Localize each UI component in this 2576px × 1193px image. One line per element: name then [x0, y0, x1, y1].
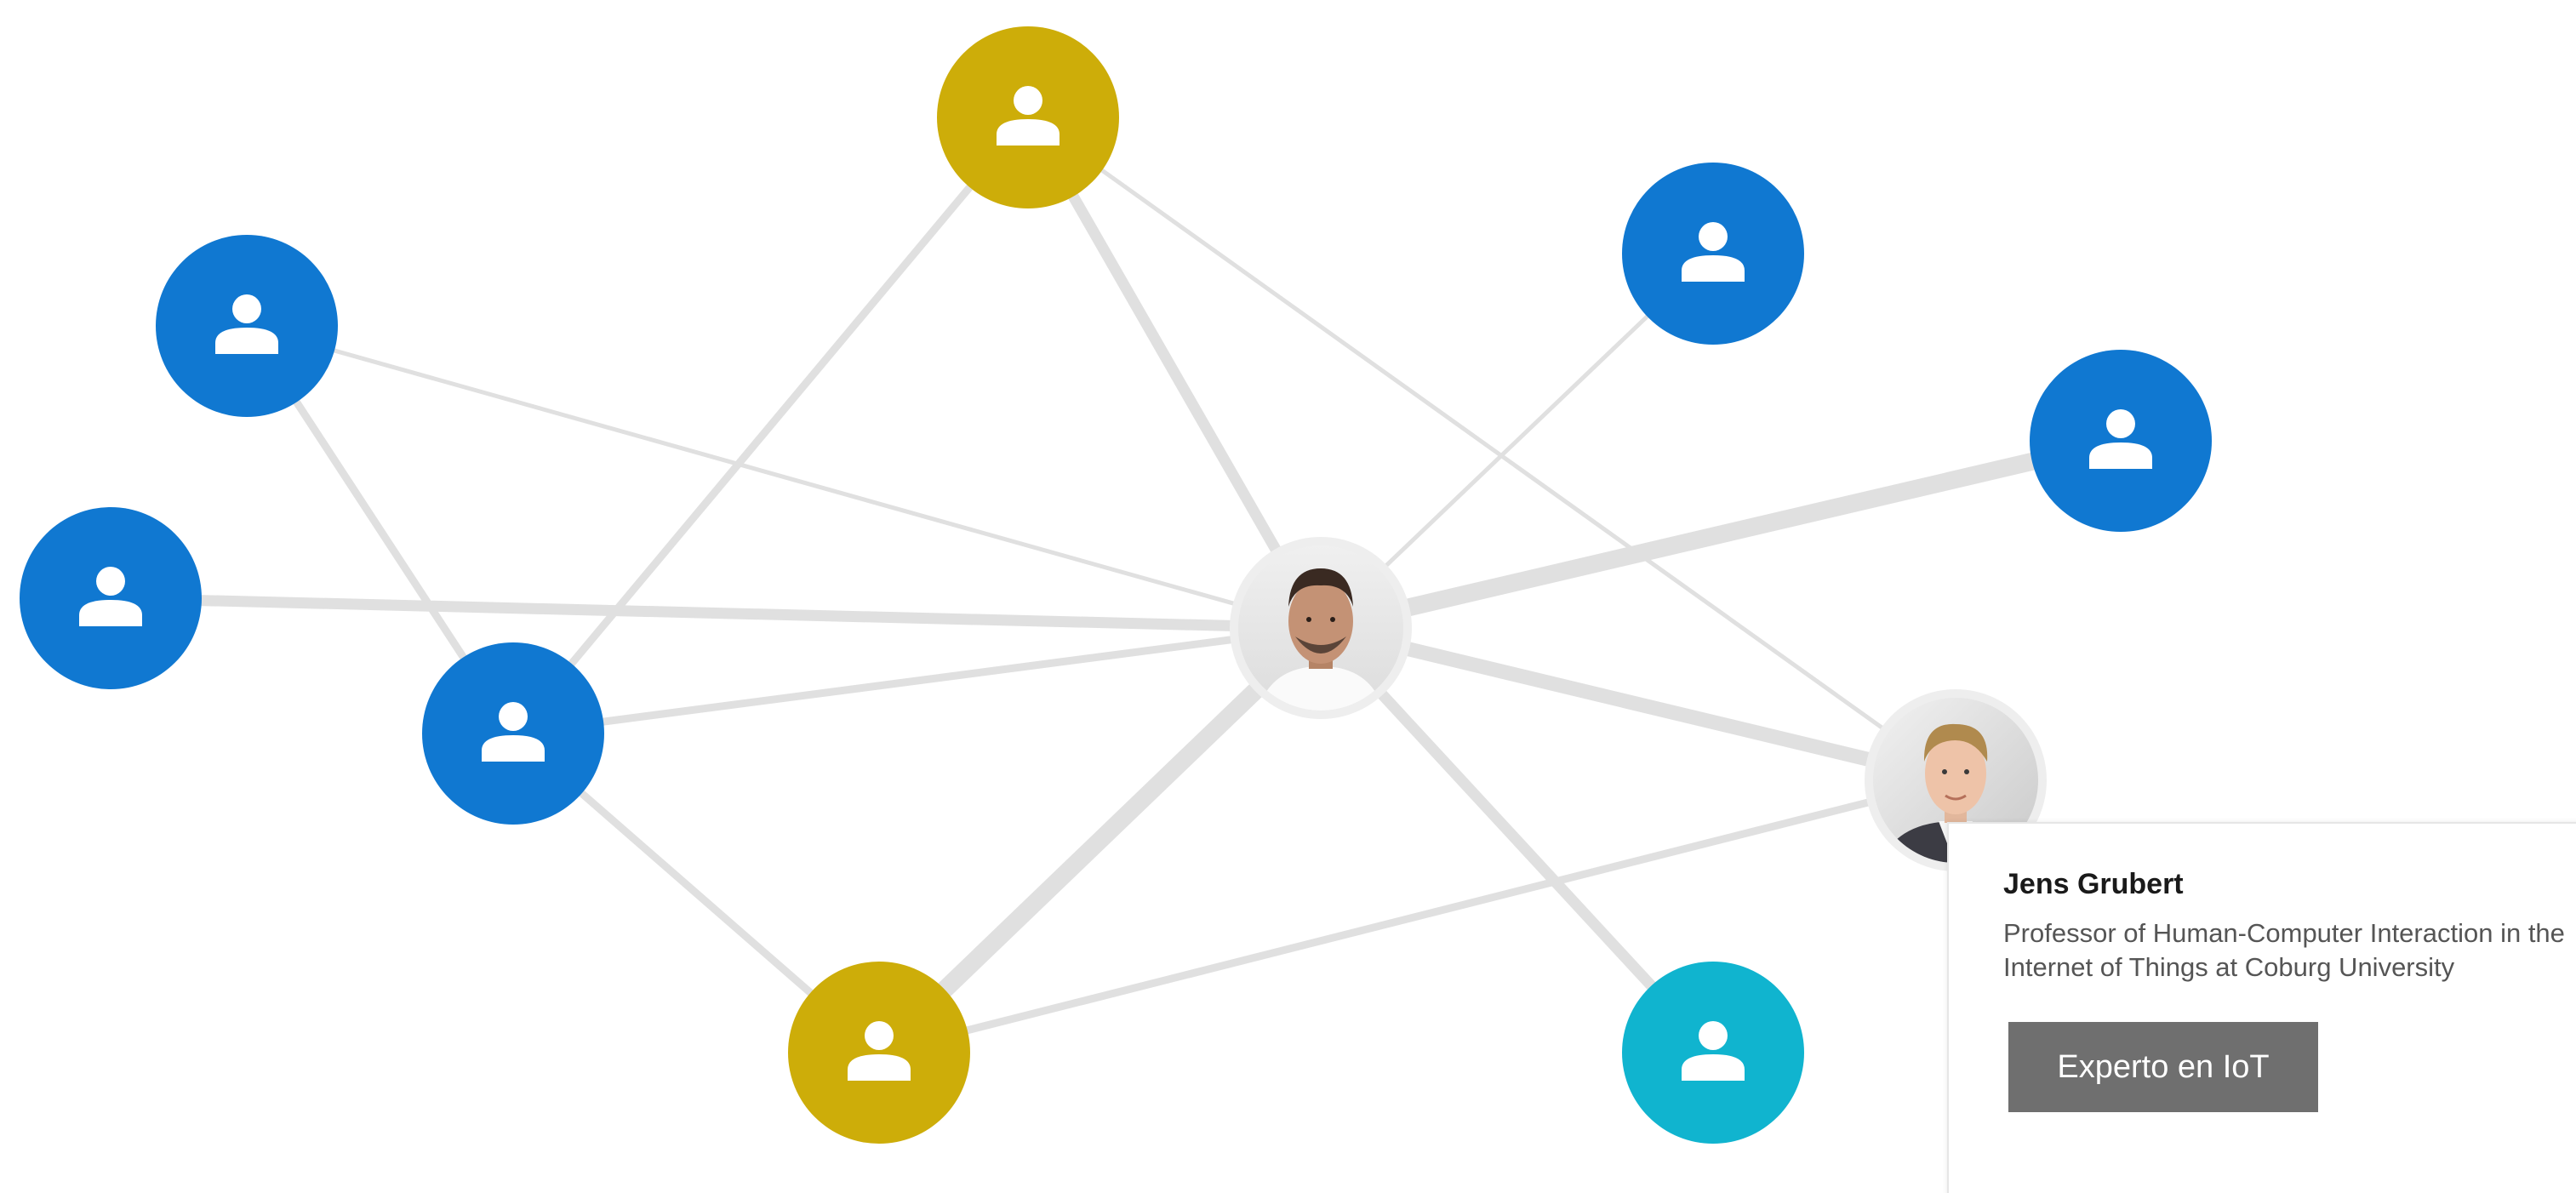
edge-center-n4	[1023, 114, 1326, 631]
edge-center-n1	[246, 323, 1322, 631]
edge-center-n2	[110, 592, 1322, 634]
person-icon	[848, 1021, 911, 1081]
profile-tooltip-card: Jens Grubert Professor of Human-Computer…	[1947, 822, 2576, 1193]
edge-center-n5	[872, 621, 1328, 1059]
person-node-n1[interactable]	[156, 235, 338, 417]
profile-photo	[1238, 545, 1403, 711]
person-icon	[215, 294, 278, 354]
person-node-n4[interactable]	[937, 26, 1119, 208]
edge-center-n8	[1317, 624, 1717, 1057]
edge-n4-jens	[1026, 115, 1957, 783]
person-node-n3[interactable]	[422, 642, 604, 825]
person-icon	[1682, 222, 1745, 282]
profile-photo-node-center[interactable]	[1230, 537, 1412, 719]
person-node-n8[interactable]	[1622, 962, 1804, 1144]
person-icon	[2089, 409, 2152, 469]
edge-center-jens	[1319, 620, 1957, 788]
person-node-n5[interactable]	[788, 962, 970, 1144]
edge-center-n7	[1318, 431, 2123, 637]
person-node-n2[interactable]	[20, 507, 202, 689]
tooltip-person-description: Professor of Human-Computer Interaction …	[2003, 918, 2565, 982]
person-icon	[997, 86, 1060, 146]
expert-tag-button[interactable]: Experto en IoT	[2008, 1022, 2318, 1112]
person-node-n7[interactable]	[2030, 350, 2212, 532]
person-icon	[1682, 1021, 1745, 1081]
edge-n3-n4	[510, 115, 1031, 736]
edge-center-n3	[512, 624, 1322, 738]
person-icon	[79, 567, 142, 626]
nodes-layer	[20, 26, 2212, 1144]
tooltip-person-name: Jens Grubert	[2003, 868, 2184, 900]
person-icon	[482, 702, 545, 762]
person-node-n6[interactable]	[1622, 163, 1804, 345]
edge-n5-jens	[877, 776, 1957, 1057]
edges-layer	[110, 114, 2123, 1059]
